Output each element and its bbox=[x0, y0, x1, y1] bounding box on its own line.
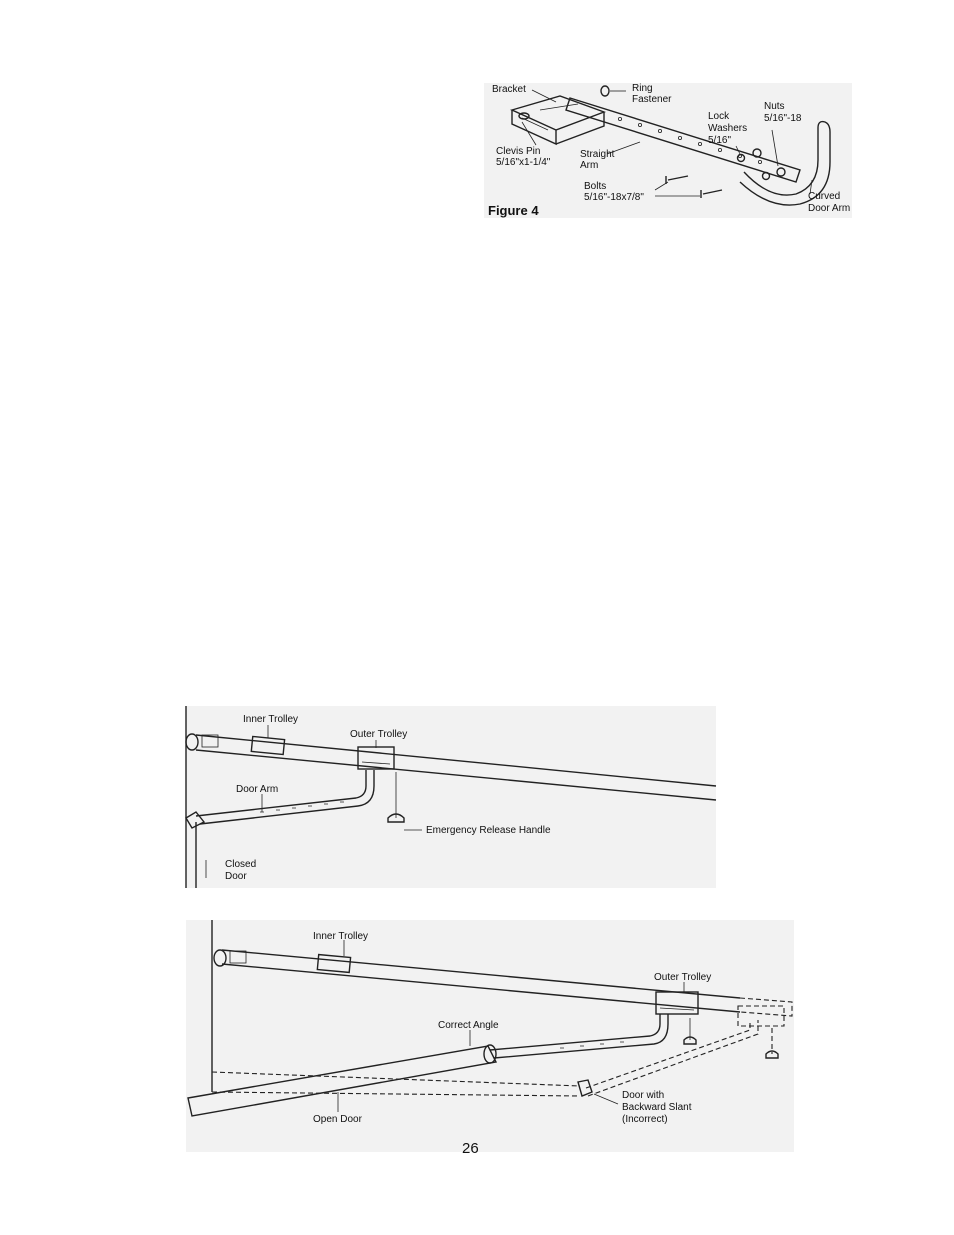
incorrect-trolley-dashed bbox=[737, 1005, 785, 1059]
nut-parts bbox=[752, 148, 786, 177]
figure-4-leaders bbox=[521, 89, 813, 197]
closed-outer-trolley-label: Outer Trolley bbox=[350, 729, 407, 740]
ring-fastener-label-1: Ring bbox=[632, 83, 653, 94]
open-diagram-leaders bbox=[337, 940, 685, 1112]
correct-angle-label: Correct Angle bbox=[438, 1020, 499, 1031]
bracket-part bbox=[509, 95, 607, 146]
emergency-release-handle bbox=[683, 1018, 697, 1045]
outer-trolley bbox=[655, 991, 699, 1015]
correct-door-arm bbox=[489, 1014, 669, 1059]
closed-door-label-2: Door bbox=[225, 871, 247, 882]
open-door-panel bbox=[187, 1044, 498, 1117]
figure-4-caption: Figure 4 bbox=[488, 203, 539, 218]
inner-trolley bbox=[250, 735, 286, 756]
rail bbox=[195, 734, 717, 801]
rail bbox=[221, 949, 793, 1017]
emergency-release-label: Emergency Release Handle bbox=[426, 825, 551, 836]
backward-slant-label-3: (Incorrect) bbox=[622, 1114, 668, 1125]
curved-door-arm-label-1: Curved bbox=[808, 191, 840, 202]
page-number: 26 bbox=[462, 1140, 479, 1157]
emergency-release-handle bbox=[387, 772, 405, 823]
bracket-label: Bracket bbox=[492, 84, 526, 95]
nuts-label-2: 5/16"-18 bbox=[764, 113, 802, 124]
lock-washer-parts bbox=[736, 153, 771, 181]
lock-washers-label-3: 5/16" bbox=[708, 135, 731, 146]
closed-door-arm-label: Door Arm bbox=[236, 784, 278, 795]
incorrect-door-dashed bbox=[211, 1020, 759, 1097]
open-door-label: Open Door bbox=[313, 1114, 363, 1125]
lock-washers-label-1: Lock bbox=[708, 111, 730, 122]
closed-door-label-1: Closed bbox=[225, 859, 256, 870]
closed-inner-trolley-label: Inner Trolley bbox=[243, 714, 298, 725]
curved-door-arm-part bbox=[739, 120, 831, 206]
open-door-diagram: Inner Trolley Outer Trolley Correct Angl… bbox=[186, 920, 794, 1152]
curved-door-arm-label-2: Door Arm bbox=[808, 203, 850, 214]
ring-fastener-label-2: Fastener bbox=[632, 94, 672, 105]
header-bracket bbox=[185, 733, 219, 751]
backward-slant-label-2: Backward Slant bbox=[622, 1102, 692, 1113]
open-diagram-background bbox=[186, 920, 794, 1152]
inner-trolley bbox=[316, 953, 352, 974]
open-outer-trolley-label: Outer Trolley bbox=[654, 972, 711, 983]
closed-door-diagram: Inner Trolley Outer Trolley Door Arm Eme… bbox=[185, 706, 717, 888]
lock-washers-label-2: Washers bbox=[708, 123, 747, 134]
ring-fastener-part bbox=[600, 85, 610, 97]
closed-diagram-background bbox=[186, 706, 716, 888]
closed-diagram-leaders bbox=[205, 725, 422, 878]
clevis-pin-label-2: 5/16"x1-1/4" bbox=[496, 157, 551, 168]
bolts-label-1: Bolts bbox=[584, 181, 606, 192]
bolt-parts bbox=[665, 175, 723, 198]
nuts-label-1: Nuts bbox=[764, 101, 785, 112]
figure-4: Bracket Ring Fastener Clevis Pin 5/16"x1… bbox=[484, 83, 852, 218]
clevis-pin-label-1: Clevis Pin bbox=[496, 146, 540, 157]
backward-slant-label-1: Door with bbox=[622, 1090, 664, 1101]
open-inner-trolley-label: Inner Trolley bbox=[313, 931, 368, 942]
straight-arm-label-2: Arm bbox=[580, 160, 598, 171]
straight-arm-part bbox=[565, 97, 801, 183]
bolts-label-2: 5/16"-18x7/8" bbox=[584, 192, 644, 203]
straight-arm-label-1: Straight bbox=[580, 149, 615, 160]
